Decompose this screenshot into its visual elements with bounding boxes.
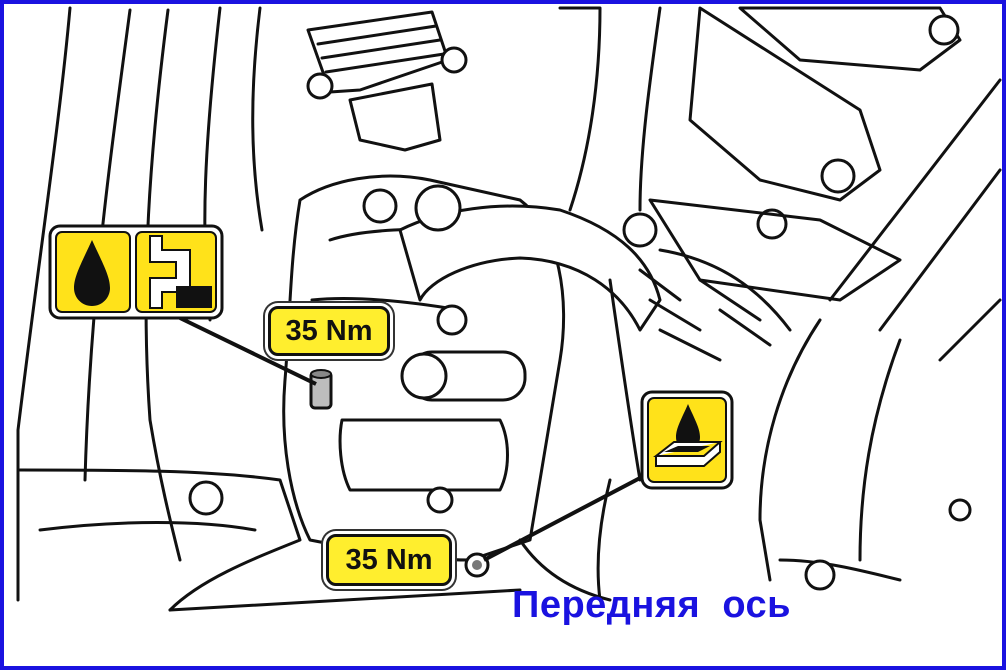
- torque-label-fill-plug: 35 Nm: [268, 306, 390, 356]
- cross-bracket: [18, 468, 302, 612]
- leader-line-fill: [179, 316, 317, 386]
- torque-label-drain-plug: 35 Nm: [326, 534, 452, 586]
- ribs: [638, 268, 772, 362]
- caption-front-axle: Передняя ось: [512, 584, 792, 626]
- upper-right-assembly: [558, 6, 602, 212]
- drain-plug: [464, 552, 490, 578]
- oil-drain-plug-icon: [640, 390, 734, 490]
- leader-line-drain: [483, 476, 641, 562]
- fill-plug: [309, 369, 333, 410]
- arch-bracket: [398, 204, 662, 332]
- frame-member-left: [16, 6, 72, 602]
- drive-shaft: [828, 78, 1002, 332]
- oil-fill-plug-icon: [48, 224, 224, 320]
